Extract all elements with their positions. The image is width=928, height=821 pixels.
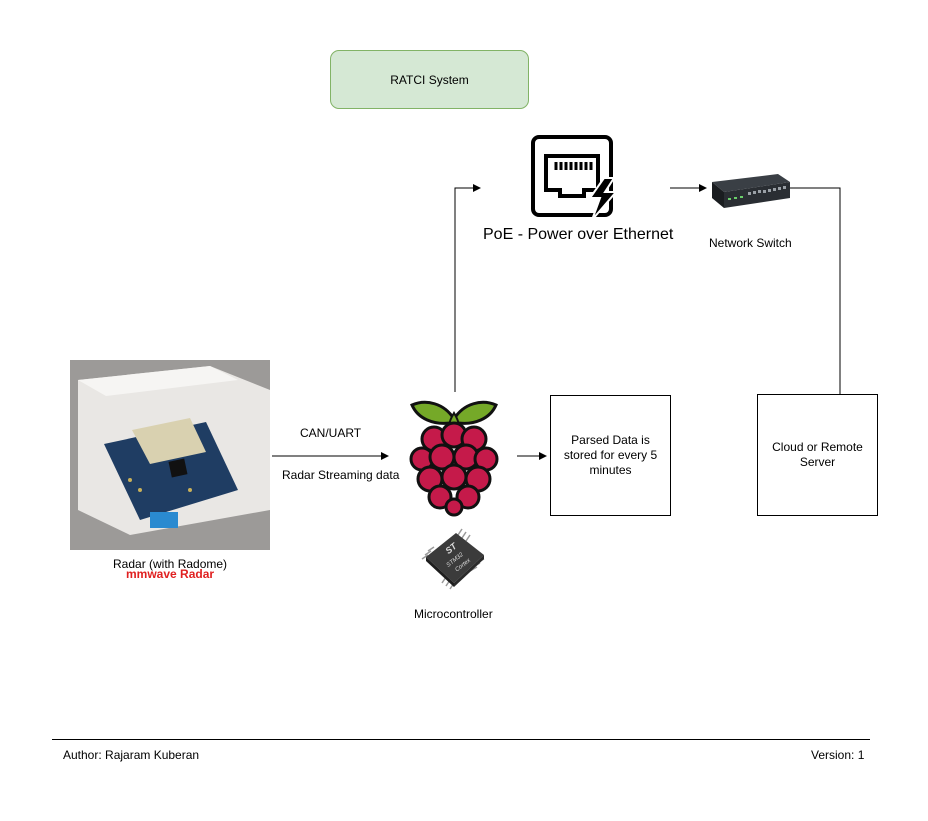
parsed-data-text: Parsed Data is stored for every 5 minute… xyxy=(563,433,658,477)
raspberry-pi-icon xyxy=(404,393,504,522)
rpi-to-poe-connector xyxy=(454,184,481,392)
parsed-data-box: Parsed Data is stored for every 5 minute… xyxy=(550,395,671,516)
title-box: RATCI System xyxy=(330,50,529,109)
radar-streaming-label: Radar Streaming data xyxy=(282,468,400,482)
ethernet-poe-icon xyxy=(530,134,622,229)
network-switch-label: Network Switch xyxy=(709,236,792,250)
switch-to-cloud-connector xyxy=(790,187,841,394)
radar-photo xyxy=(70,360,270,555)
network-switch-icon xyxy=(708,170,792,215)
footer-author: Author: Rajaram Kuberan xyxy=(63,748,200,762)
can-uart-label: CAN/UART xyxy=(300,426,362,440)
title-text: RATCI System xyxy=(390,72,469,87)
microcontroller-chip-icon: ST STM32 Cortex xyxy=(420,525,490,596)
footer-version: Version: 1 xyxy=(811,748,865,762)
cloud-server-text: Cloud or Remote Server xyxy=(772,440,863,469)
poe-label: PoE - Power over Ethernet xyxy=(483,226,674,243)
cloud-server-box: Cloud or Remote Server xyxy=(757,394,878,516)
radar-label: Radar (with Radome) xyxy=(113,557,228,571)
mmwave-label: mmwave Radar xyxy=(126,567,215,581)
microcontroller-label: Microcontroller xyxy=(414,607,493,621)
footer-divider xyxy=(52,739,870,740)
